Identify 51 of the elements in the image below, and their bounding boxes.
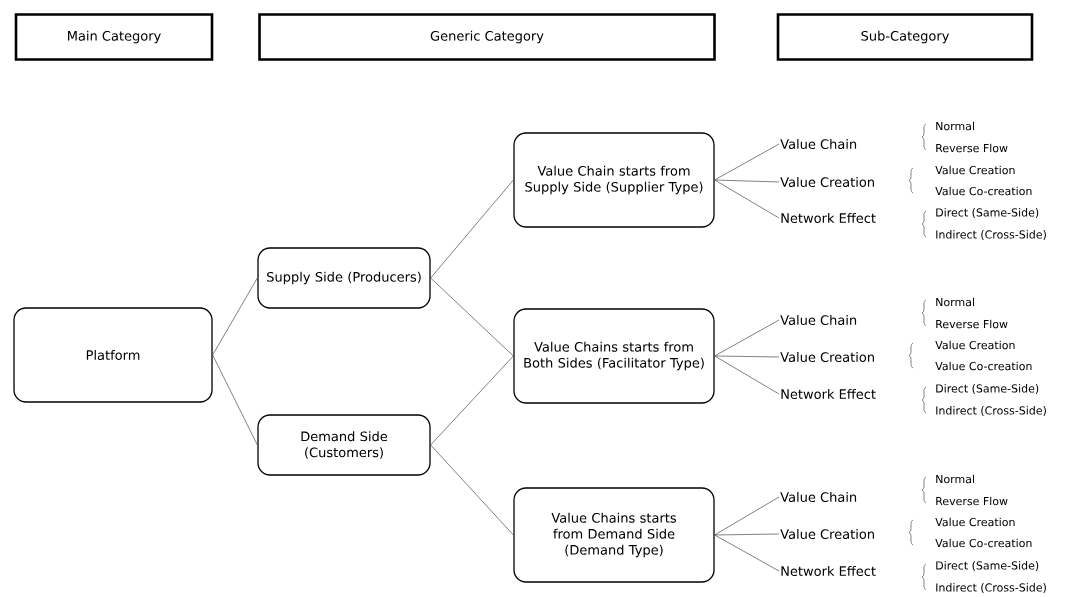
item-label: Indirect (Cross-Side) [936,230,1046,240]
category-label: Value Chain [780,138,857,150]
connector-line [714,534,780,572]
item-label: Reverse Flow [936,143,1008,153]
header-box: Main Category [14,13,214,61]
category-label: Value Creation [780,351,874,363]
connector-line [714,143,780,181]
item-label: Indirect (Cross-Side) [936,583,1046,593]
category-label: Value Creation [780,176,874,188]
category-label: Network Effect [781,565,876,577]
process-box: Supply Side (Producers) [257,247,431,309]
connector-line [714,319,780,357]
item-label: Direct (Same-Side) [936,384,1039,394]
connector-line [714,496,780,536]
item-label: Value Co-creation [935,361,1032,371]
connector-line [714,533,780,536]
category-label: Value Chain [780,314,857,326]
process-box: Demand Side (Customers) [257,414,431,476]
connector-line [430,355,514,446]
item-label: Reverse Flow [936,319,1008,329]
category-label: Value Chain [780,491,857,503]
connector-line [714,355,780,395]
item-label: Normal [936,297,974,307]
item-label: Reverse Flow [936,496,1008,506]
item-label: Value Creation [935,340,1015,350]
process-box: Value Chains starts from Both Sides (Facilitator Type) [513,308,715,404]
item-label: Value Creation [935,165,1015,175]
connector-line [430,179,514,279]
connector-line [714,179,780,219]
connector-line [212,354,258,446]
header-box: Generic Category [258,13,716,61]
category-label: Network Effect [781,388,876,400]
item-label: Normal [936,121,974,131]
process-box: Value Chain starts from Supply Side (Supplier Type) [513,132,715,228]
item-label: Value Co-creation [935,186,1032,196]
header-box: Sub-Category [776,13,1034,61]
process-box: Value Chains starts from Demand Side (Demand Type) [513,487,715,583]
connector-line [430,277,514,357]
item-label: Value Creation [935,517,1015,527]
connector-line [714,179,780,183]
item-label: Value Co-creation [935,538,1032,548]
item-label: Indirect (Cross-Side) [936,406,1046,416]
category-label: Value Creation [780,528,874,540]
process-box: Platform [13,307,213,403]
category-label: Network Effect [781,212,876,224]
connector-line [714,355,780,358]
item-label: Direct (Same-Side) [936,561,1039,571]
connector-line [430,444,514,536]
connector-line [212,277,258,356]
item-label: Direct (Same-Side) [936,208,1039,218]
item-label: Normal [936,474,974,484]
